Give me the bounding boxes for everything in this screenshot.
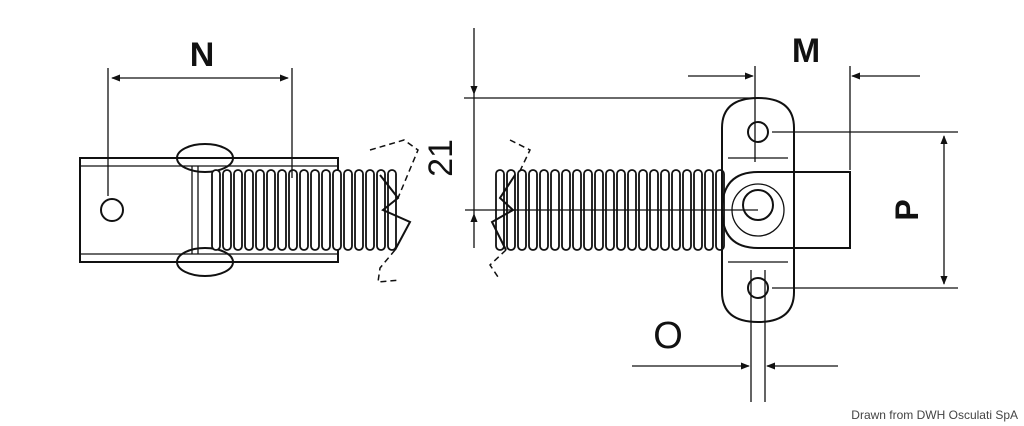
spring-coil (211, 169, 221, 251)
spring-coil (222, 169, 232, 251)
spring-coil (299, 169, 309, 251)
spring-coil (365, 169, 375, 251)
spring-coil (266, 169, 276, 251)
mount-plate (721, 96, 795, 324)
left-spring (211, 169, 397, 251)
pivot-hole (742, 189, 774, 221)
spring-coil (233, 169, 243, 251)
label-21: 21 (422, 139, 460, 177)
left-break (379, 174, 412, 251)
knuckle (720, 171, 851, 249)
spring-coil (332, 169, 342, 251)
right-view (464, 28, 958, 402)
label-p: P (889, 199, 925, 220)
plate-hole-bottom (747, 277, 769, 299)
left-view (79, 68, 419, 283)
label-m: M (792, 32, 820, 70)
spring-coil (255, 169, 265, 251)
credit-text: Drawn from DWH Osculati SpA (851, 408, 1018, 422)
spring-coil (277, 169, 287, 251)
label-o: O (653, 315, 683, 357)
spring-coil (354, 169, 364, 251)
spring-coil (288, 169, 298, 251)
spring-coil (244, 169, 254, 251)
spring-coil (343, 169, 353, 251)
plate-hole-top (747, 121, 769, 143)
left-hole (100, 198, 124, 222)
spring-coil (310, 169, 320, 251)
label-n: N (190, 36, 215, 74)
spring-coil (387, 169, 397, 251)
spring-coil (321, 169, 331, 251)
